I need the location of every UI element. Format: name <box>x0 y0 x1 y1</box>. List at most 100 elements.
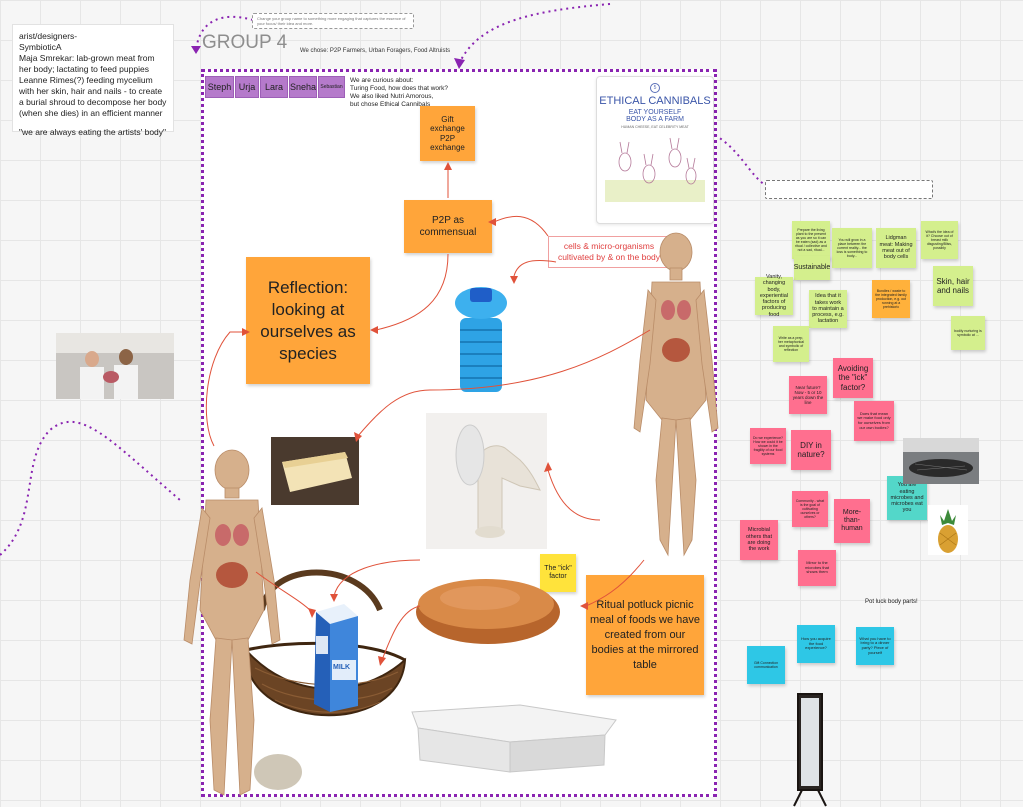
artists-note-line: SymbioticA <box>19 42 62 52</box>
sticky-does-that-mean[interactable]: Does that mean we make food only for our… <box>854 401 894 441</box>
sticky-ritual-text: Ritual potluck picnic meal of foods we h… <box>589 598 701 671</box>
sticky-p2p-text: P2P as commensual <box>419 215 477 238</box>
sticky-text: bodily nurturing is symbolic at ... <box>954 328 982 337</box>
sticky-sustainable[interactable]: Sustainable <box>794 256 830 280</box>
sticky-text: Do we experience? How we could it be sho… <box>753 435 783 457</box>
group-name-hint-text: Change your group name to something more… <box>257 16 406 26</box>
chose-text[interactable]: We chose: P2P Farmers, Urban Foragers, F… <box>300 48 451 54</box>
curious-line: We are curious about: <box>350 77 414 84</box>
cheese-image <box>271 437 359 505</box>
sticky-gift-exchange-text: Gift exchange P2P exchange <box>430 115 465 152</box>
group-name-hint[interactable]: Change your group name to something more… <box>252 13 414 29</box>
artists-note-line: arist/designers- <box>19 31 78 41</box>
sticky-text: You are eating microbes and microbes eat… <box>890 482 924 514</box>
travel-urinal-image <box>455 287 507 392</box>
sticky-reflection[interactable]: Reflection: looking at ourselves as spec… <box>246 257 370 384</box>
breast-pump-image <box>426 413 547 549</box>
sticky-more-than-human[interactable]: More-than-human <box>834 499 870 543</box>
sticky-text: Skin, hair and nails <box>936 276 970 295</box>
sticky-ick-factor[interactable]: The "ick" factor <box>540 554 576 592</box>
sticky-bundles-waste[interactable]: Bundles / waste to the integrated family… <box>872 280 910 318</box>
sticky-text: Vanity, changing body, experiential fact… <box>759 273 789 318</box>
rabbit-illustration <box>605 137 705 202</box>
curious-line: but chose Ethical Cannibals <box>350 101 431 108</box>
sticky-text: Community - what is the goal of cultivat… <box>795 498 825 520</box>
sticky-community[interactable]: Community - what is the goal of cultivat… <box>792 491 828 527</box>
sticky-text: What you have to bring to a dinner party… <box>859 635 891 655</box>
empty-text-box[interactable] <box>765 180 933 199</box>
sticky-text: DIY in nature? <box>797 440 825 459</box>
group-title[interactable]: GROUP 4 <box>202 32 288 53</box>
team-tag[interactable]: Steph <box>205 76 234 98</box>
team-tag[interactable]: Lara <box>260 76 288 98</box>
sticky-lidgman-meat[interactable]: Lidgman meat: Making meat out of body ce… <box>876 228 916 268</box>
sticky-idea-of-it[interactable]: What's the idea of it? Choose out of bre… <box>921 221 958 259</box>
cells-label-text: cells & micro-organisms cultivated by & … <box>557 241 661 262</box>
sticky-takes-work[interactable]: Idea that it takes work to maintain a pr… <box>809 290 847 328</box>
sticky-diy-nature[interactable]: DIY in nature? <box>791 430 831 470</box>
sticky-gift-connection[interactable]: Gift Connection communication <box>747 646 785 684</box>
sticky-text: Lidgman meat: Making meat out of body ce… <box>879 235 913 261</box>
milk-label: MILK <box>333 664 351 671</box>
team-tag[interactable]: Sebastian <box>318 76 345 98</box>
sticky-grow-place[interactable]: You will grow in a place between the cur… <box>832 228 872 268</box>
cells-label[interactable]: cells & micro-organisms cultivated by & … <box>548 236 670 268</box>
sticky-text: Near future? Now - 5 or 10 years down th… <box>792 384 824 406</box>
book-tagline: HUMAN CHEESE, EAT CELEBRITY MEAT <box>621 125 689 129</box>
sticky-bodily-nurturing[interactable]: bodily nurturing is symbolic at ... <box>951 316 985 350</box>
book-cover[interactable]: 5 ETHICAL CANNIBALS EAT YOURSELF BODY AS… <box>596 76 714 224</box>
sticky-text: Idea that it takes work to maintain a pr… <box>812 293 844 325</box>
sticky-text: Gift Connection communication <box>753 660 779 669</box>
curious-line: We also liked Nutri Amorous, <box>350 93 434 100</box>
artists-note-line: "we are always eating the artists' body" <box>19 127 167 137</box>
sticky-text: What's the idea of it? Choose out of bre… <box>925 229 954 251</box>
sticky-text: How you acquire the food experience? <box>801 636 831 651</box>
potluck-label[interactable]: Pot luck body parts! <box>865 599 918 605</box>
sticky-reflection-text: Reflection: looking at ourselves as spec… <box>260 277 356 363</box>
sticky-text: Write as a prep, her metaphorical and sy… <box>777 335 805 353</box>
standing-mirror-image[interactable] <box>788 690 832 807</box>
book-title: ETHICAL CANNIBALS <box>599 95 711 107</box>
sticky-text: More-than-human <box>841 508 863 533</box>
sticky-text: Does that mean we make food only for our… <box>857 410 891 430</box>
artists-note-line: Leanne Rimes(?) feeding mycelium with he… <box>19 75 167 118</box>
sticky-write-prep[interactable]: Write as a prep, her metaphorical and sy… <box>773 326 809 362</box>
curious-text[interactable]: We are curious about: Turing Food, how d… <box>350 77 470 109</box>
sticky-mirror-microbes[interactable]: Mirror to the microbes that shows them <box>798 550 836 586</box>
sticky-text: Mirror to the microbes that shows them <box>804 560 829 575</box>
sticky-text: Avoiding the "ick" factor? <box>837 364 869 392</box>
book-badge: 5 <box>650 83 660 93</box>
artists-note-line: Maja Smrekar: lab-grown meat from her bo… <box>19 53 155 74</box>
sticky-text: You will grow in a place between the cur… <box>836 237 868 259</box>
sticky-near-future[interactable]: Near future? Now - 5 or 10 years down th… <box>789 376 827 414</box>
sticky-text: Sustainable <box>793 263 831 271</box>
sticky-dinner-party[interactable]: What you have to bring to a dinner party… <box>856 627 894 665</box>
sticky-p2p[interactable]: P2P as commensual <box>404 200 492 253</box>
sticky-avoiding-ick[interactable]: Avoiding the "ick" factor? <box>833 358 873 398</box>
sticky-acquire-food[interactable]: How you acquire the food experience? <box>797 625 835 663</box>
book-subtitle: EAT YOURSELF <box>628 109 682 116</box>
shroud-photo[interactable] <box>903 438 979 484</box>
sticky-gift-exchange[interactable]: Gift exchange P2P exchange <box>420 106 475 161</box>
sticky-vanity[interactable]: Vanity, changing body, experiential fact… <box>755 273 793 318</box>
sticky-ick-factor-text: The "ick" factor <box>544 564 572 580</box>
lab-photo[interactable] <box>56 333 174 399</box>
pineapple-image[interactable] <box>928 505 968 555</box>
anatomy-figure-right <box>633 232 719 557</box>
sticky-text: Bundles / waste to the integrated family… <box>875 288 907 310</box>
mirrored-table-image <box>411 704 617 773</box>
sticky-text: Microbial others that are doing the work <box>746 527 772 553</box>
curious-line: Turing Food, how does that work? <box>350 85 449 92</box>
sticky-skin-hair-nails[interactable]: Skin, hair and nails <box>933 266 973 306</box>
team-tag[interactable]: Sneha <box>289 76 317 98</box>
sticky-do-we-experience[interactable]: DIY in nature?Do we experience? How we c… <box>750 428 786 464</box>
book-subtitle2: BODY AS A FARM <box>626 116 684 123</box>
sticky-ritual[interactable]: Ritual potluck picnic meal of foods we h… <box>586 575 704 695</box>
sticky-text: Prepare the living plant to the present … <box>795 227 827 253</box>
sticky-prepare-plant[interactable]: Prepare the living plant to the present … <box>792 221 830 259</box>
sticky-microbial-others[interactable]: Microbial others that are doing the work <box>740 520 778 560</box>
artists-note[interactable]: arist/designers- SymbioticA Maja Smrekar… <box>12 24 174 137</box>
team-tag[interactable]: Urja <box>235 76 259 98</box>
